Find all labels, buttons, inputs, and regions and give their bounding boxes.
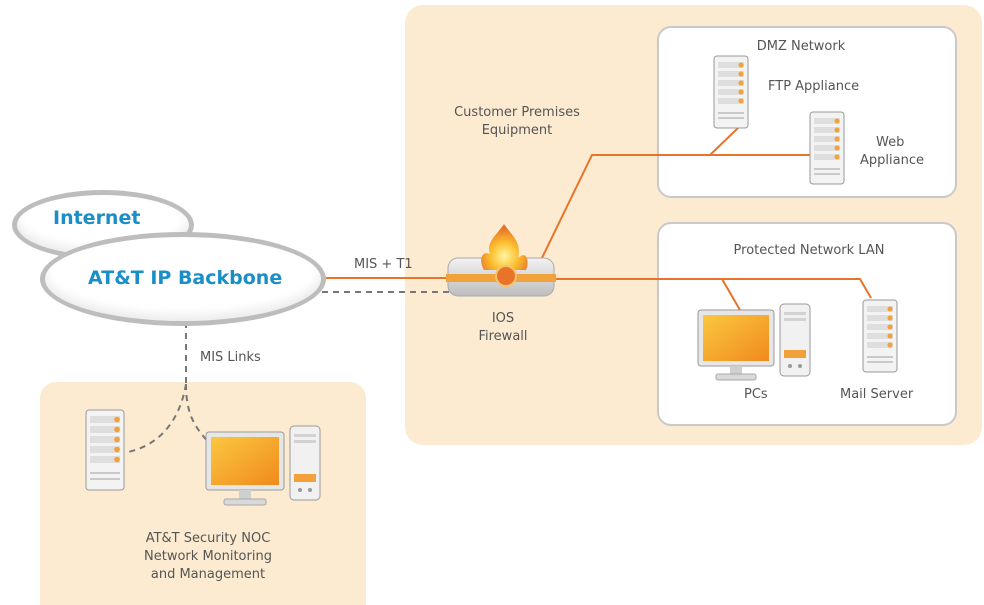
- premises-label-1: Customer Premises: [454, 105, 580, 120]
- mail-server-label: Mail Server: [840, 387, 914, 402]
- dmz-title: DMZ Network: [756, 39, 846, 54]
- noc-label-1: AT&T Security NOC: [145, 531, 271, 546]
- lan-title: Protected Network LAN: [733, 243, 885, 258]
- dmz-network-box: [657, 26, 957, 198]
- firewall-to-dmz-link: [539, 127, 739, 263]
- firewall-icon: [446, 224, 556, 297]
- noc-label-3: and Management: [150, 567, 266, 582]
- mis-t1-label: MIS + T1: [354, 257, 413, 272]
- noc-label-2: Network Monitoring: [144, 549, 272, 564]
- noc-pc-dashed: [185, 383, 213, 447]
- pcs-label: PCs: [744, 387, 768, 402]
- firewall-label-1: IOS: [491, 311, 515, 326]
- mis-links-label: MIS Links: [200, 350, 261, 365]
- noc-server-dashed: [127, 383, 187, 453]
- ftp-server-icon: [713, 55, 749, 129]
- noc-pc-tower-icon: [289, 425, 321, 501]
- firewall-to-lan-link: [552, 278, 872, 299]
- web-appliance-label-1: Web: [876, 135, 905, 150]
- lan-to-pcs-link: [704, 278, 741, 311]
- noc-pc-monitor-icon: [205, 431, 285, 506]
- ftp-appliance-label: FTP Appliance: [768, 79, 860, 94]
- backbone-cloud: [40, 232, 326, 326]
- web-server-icon: [809, 111, 845, 185]
- firewall-label-2: Firewall: [478, 329, 528, 344]
- pc-tower-icon: [779, 303, 811, 377]
- mail-server-icon: [862, 299, 898, 373]
- backbone-label: AT&T IP Backbone: [88, 267, 283, 289]
- premises-label-2: Equipment: [481, 123, 553, 138]
- web-appliance-label-2: Appliance: [860, 153, 924, 168]
- internet-label: Internet: [53, 207, 141, 229]
- pc-monitor-icon: [697, 309, 775, 381]
- noc-server-icon: [85, 409, 125, 491]
